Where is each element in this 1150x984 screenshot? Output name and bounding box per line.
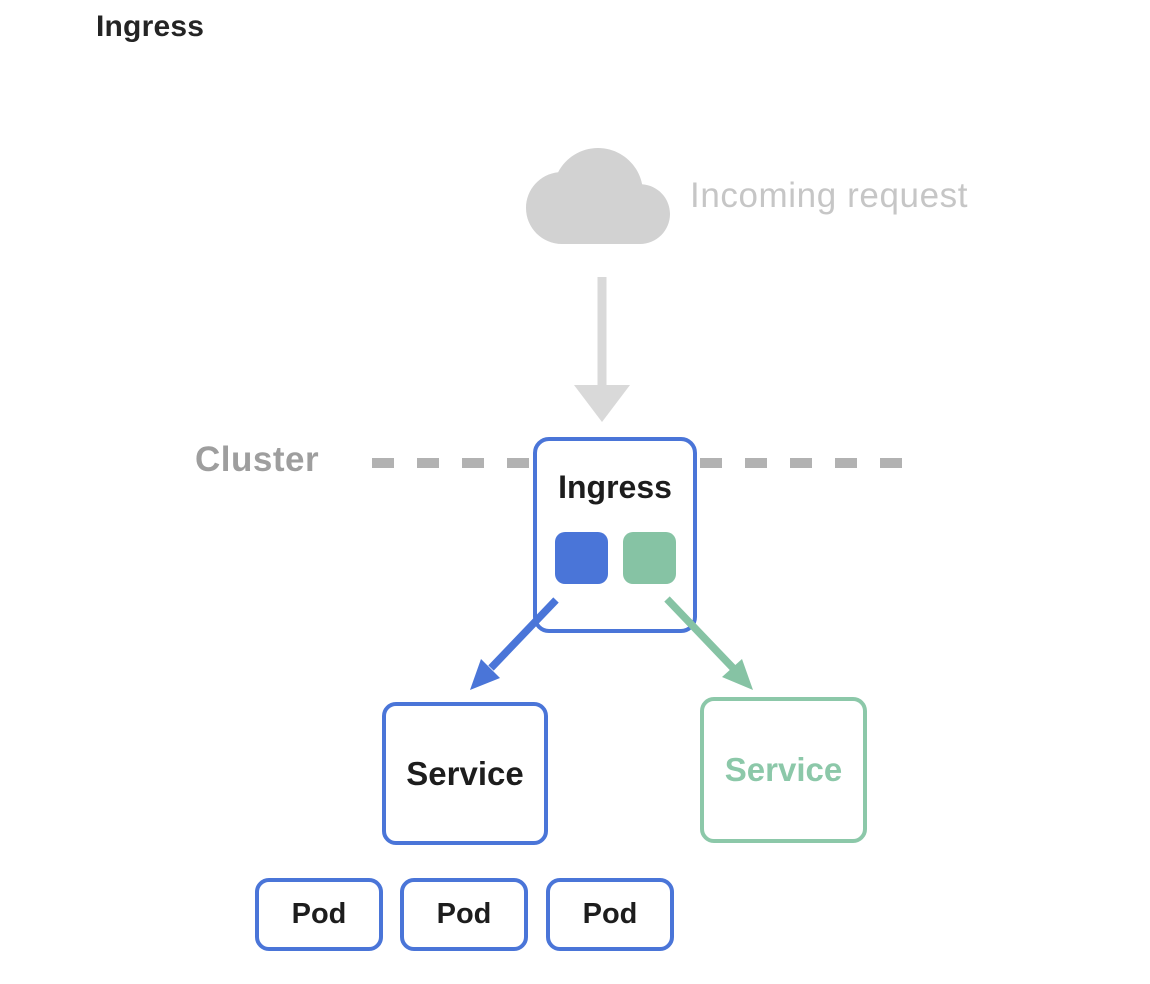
ingress-rules xyxy=(554,532,676,584)
cluster-boundary-dash-left xyxy=(372,458,534,468)
cloud-icon xyxy=(526,148,670,244)
cluster-boundary-label: Cluster xyxy=(195,440,320,479)
pod-label: Pod xyxy=(291,898,347,930)
pod-label: Pod xyxy=(436,898,492,930)
ingress-rule-green xyxy=(622,532,676,584)
page-title: Ingress xyxy=(96,10,205,43)
cluster-boundary-dash-right xyxy=(700,458,913,468)
pod-node: Pod xyxy=(255,878,383,951)
pod-node: Pod xyxy=(400,878,528,951)
incoming-arrow-icon xyxy=(574,277,630,422)
pod-label: Pod xyxy=(582,898,638,930)
service-node-blue: Service xyxy=(382,702,548,845)
ingress-node-label: Ingress xyxy=(558,469,672,505)
service-blue-label: Service xyxy=(406,754,524,792)
service-green-label: Service xyxy=(724,751,843,788)
ingress-node: Ingress xyxy=(533,437,697,633)
service-node-green: Service xyxy=(700,697,867,843)
pod-node: Pod xyxy=(546,878,674,951)
incoming-request-label: Incoming request xyxy=(690,176,969,215)
ingress-rule-blue xyxy=(554,532,608,584)
